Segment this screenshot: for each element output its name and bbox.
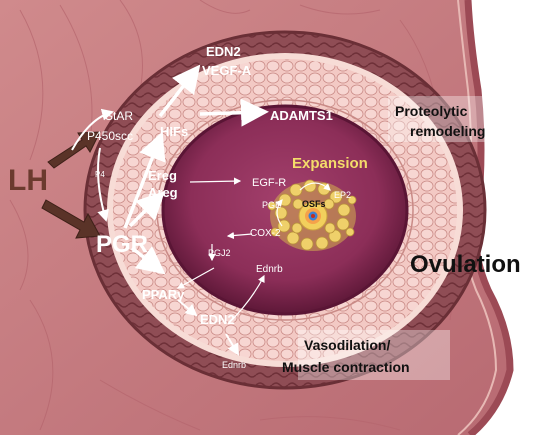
label-expansion: Expansion	[292, 155, 368, 172]
label-hifs: HIFs	[160, 124, 188, 139]
label-remodeling: remodeling	[410, 123, 485, 139]
label-star: StAR	[105, 109, 133, 123]
label-pgj2: PGJ2	[208, 248, 231, 258]
label-p450scc: P450scc	[87, 129, 133, 143]
label-proteolytic: Proteolytic	[395, 103, 468, 119]
label-ednrb-bottom: Ednrb	[222, 360, 246, 370]
label-p4: P4	[95, 170, 105, 179]
label-adamts1: ADAMTS1	[270, 108, 333, 123]
label-pge: PGE	[262, 200, 281, 210]
label-edn2-bottom: EDN2	[200, 312, 235, 327]
label-vegfa: VEGF-A	[202, 63, 252, 78]
label-egfr: EGF-R	[252, 177, 286, 189]
label-ereg: Ereg	[148, 168, 177, 183]
label-ep2: EP2	[334, 190, 351, 200]
label-edn2-top: EDN2	[206, 44, 241, 59]
label-ovulation: Ovulation	[410, 251, 521, 278]
label-osfs: OSFs	[302, 199, 326, 209]
label-ednrb-inner: Ednrb	[256, 264, 283, 275]
label-vasodilation: Vasodilation/	[304, 337, 390, 353]
label-lh: LH	[8, 164, 48, 197]
label-muscle-contraction: Muscle contraction	[282, 359, 410, 375]
label-ppar: PPARγ	[142, 287, 185, 302]
label-pgr: PGR	[96, 231, 148, 258]
label-cox2: COX-2	[250, 228, 281, 239]
label-areg: Areg	[148, 185, 178, 200]
